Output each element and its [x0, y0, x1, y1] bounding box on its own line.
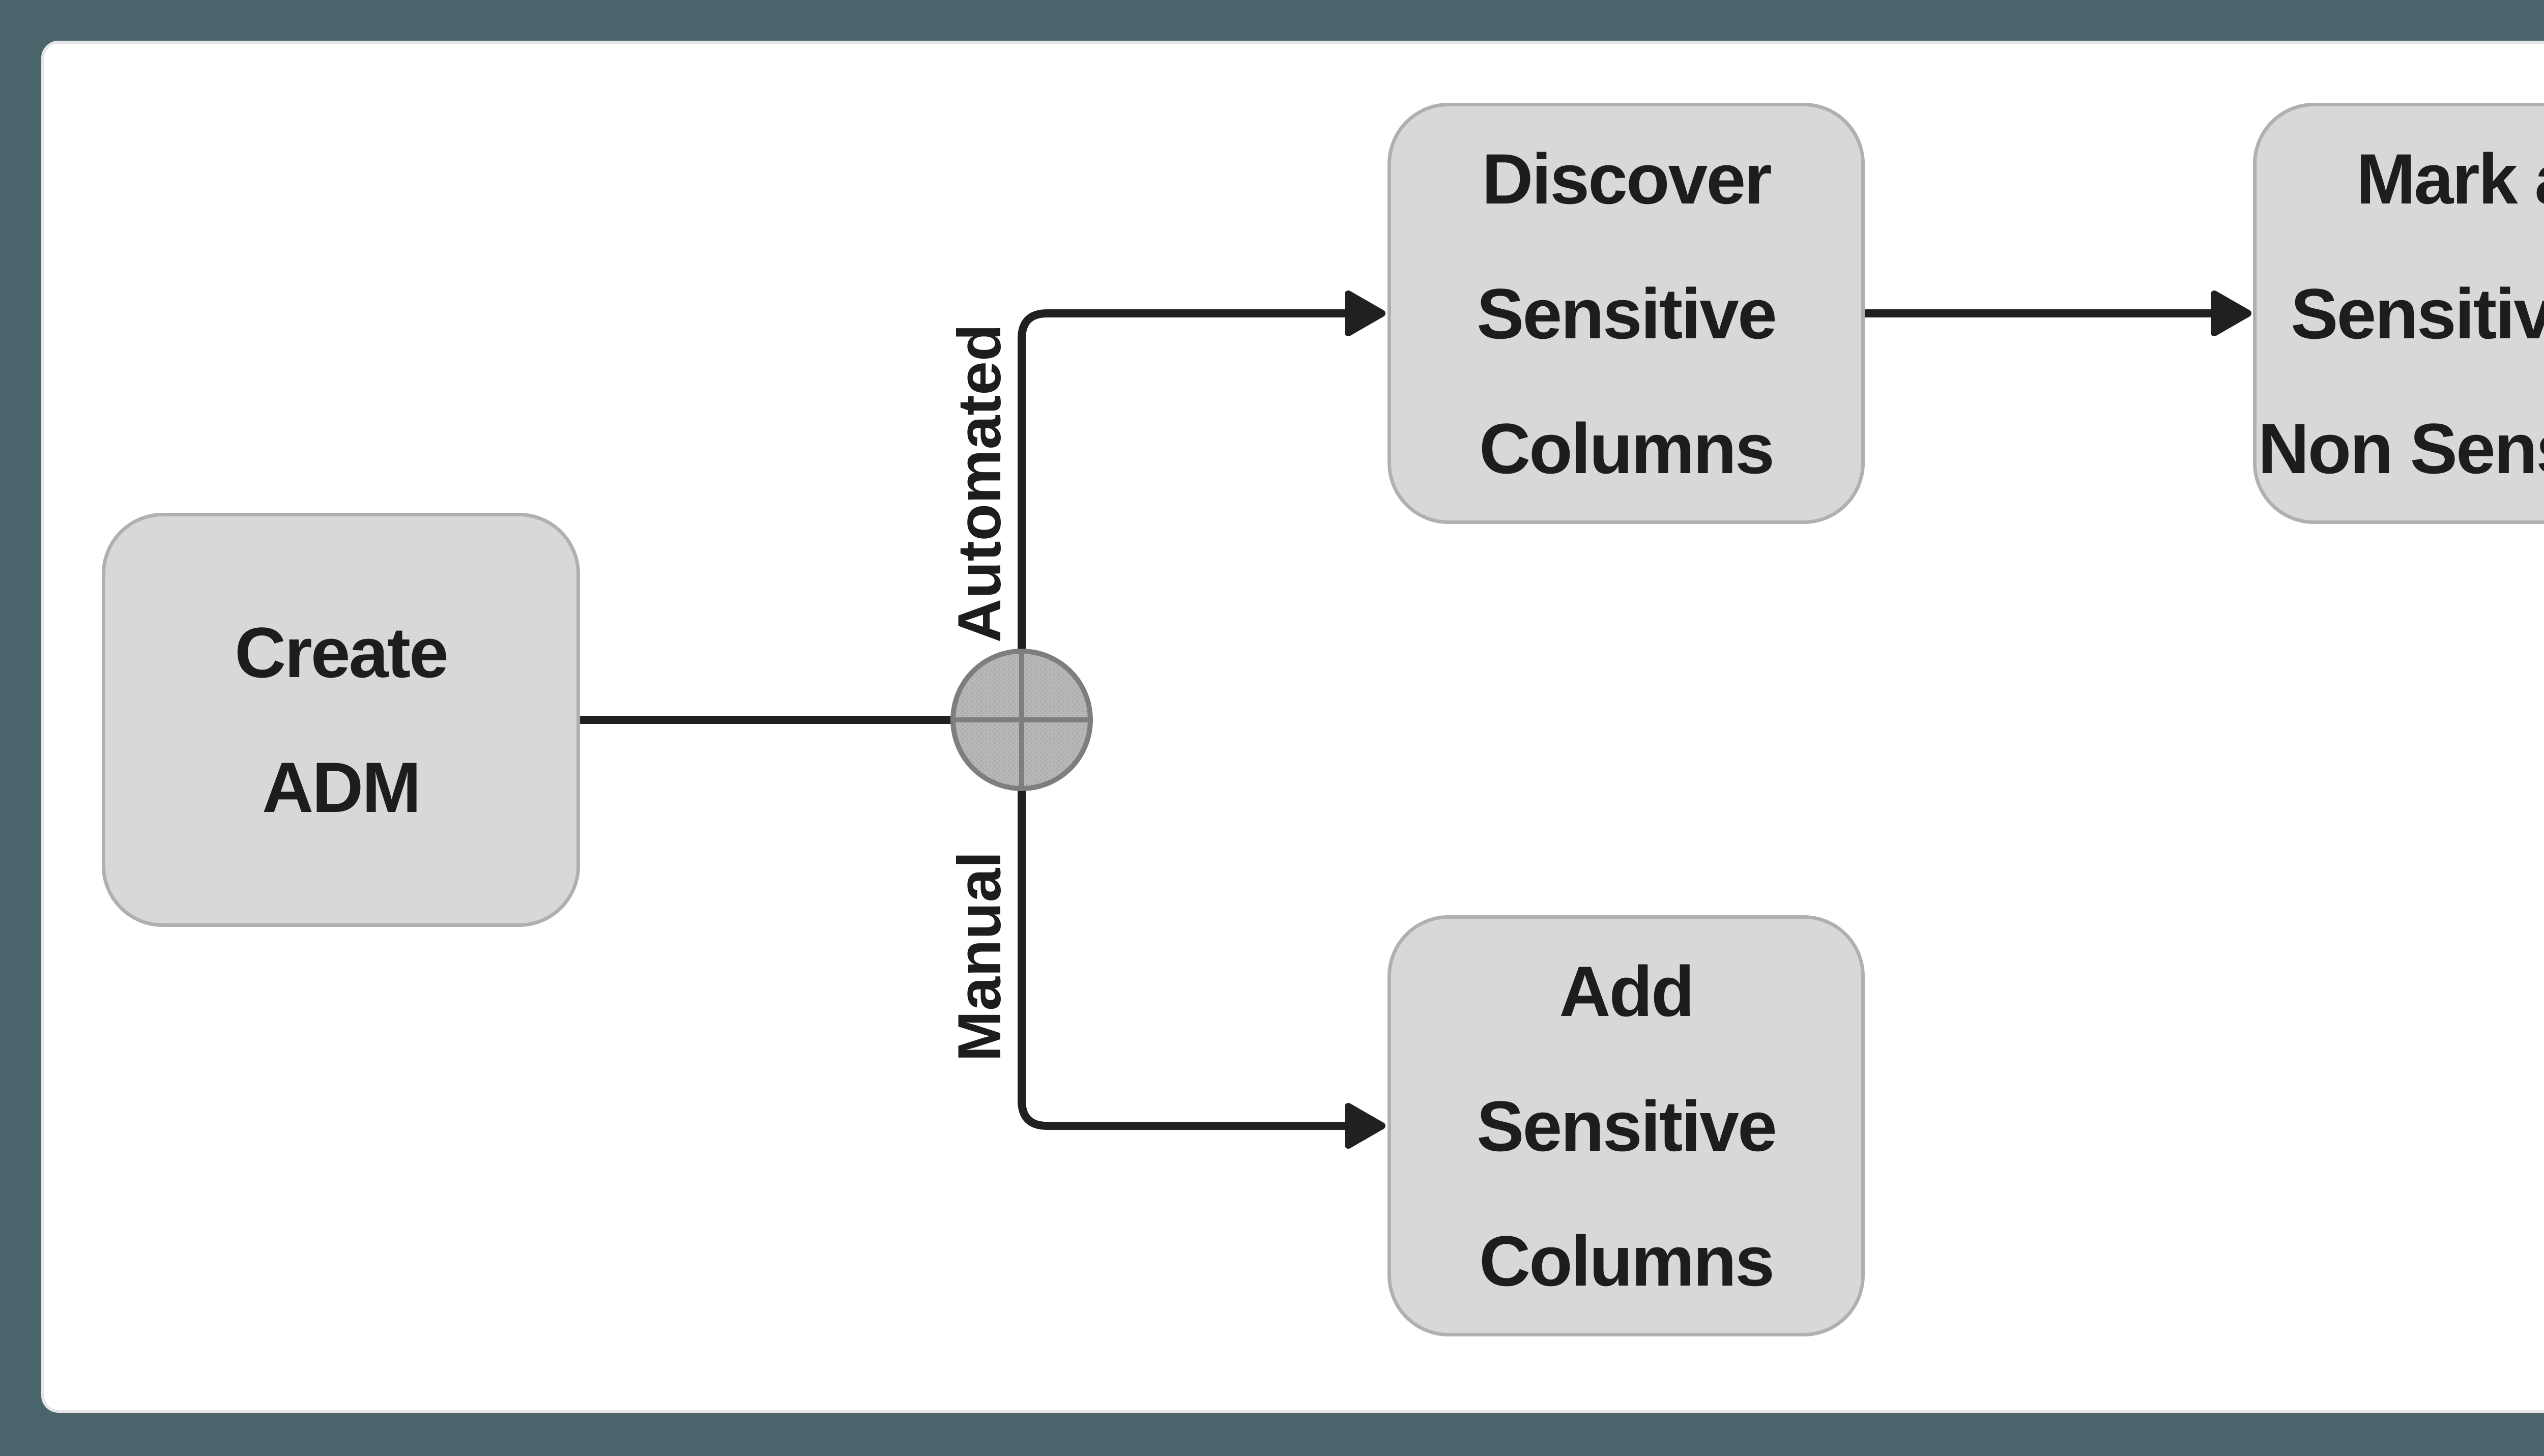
node-label-line: Create: [235, 613, 449, 692]
junction-circle-icon: [950, 649, 1093, 791]
edge-label-manual: Manual: [945, 851, 1014, 1062]
node-label-line: Columns: [1479, 408, 1775, 488]
node-label-line: Columns: [1479, 1220, 1775, 1301]
node-label-line: Sensitive: [1477, 273, 1777, 354]
edge-automated-line: [1018, 309, 1352, 657]
node-label-line: Mark as: [2356, 138, 2544, 219]
node-create-adm: Create ADM: [102, 513, 580, 927]
node-label-line: Add: [1559, 951, 1694, 1031]
node-label-line: Discover: [1482, 138, 1772, 219]
node-add-sensitive-columns: Add Sensitive Columns: [1387, 915, 1865, 1336]
arrowhead-into-mark-icon: [2211, 290, 2251, 336]
node-mark-sensitive-or-non-sensitive: Mark as Sensitive or Non Sensitive: [2253, 103, 2544, 524]
edge-manual-line: [1018, 782, 1352, 1130]
node-label-line: Sensitive: [1477, 1086, 1777, 1166]
arrowhead-into-add-icon: [1345, 1103, 1385, 1149]
node-label-line: Sensitive or: [2291, 273, 2544, 354]
node-discover-sensitive-columns: Discover Sensitive Columns: [1387, 103, 1865, 524]
node-label-line: Non Sensitive: [2258, 408, 2544, 488]
node-label-line: ADM: [262, 747, 421, 827]
edge-label-automated: Automated: [945, 324, 1014, 643]
arrowhead-into-discover-icon: [1345, 290, 1385, 336]
